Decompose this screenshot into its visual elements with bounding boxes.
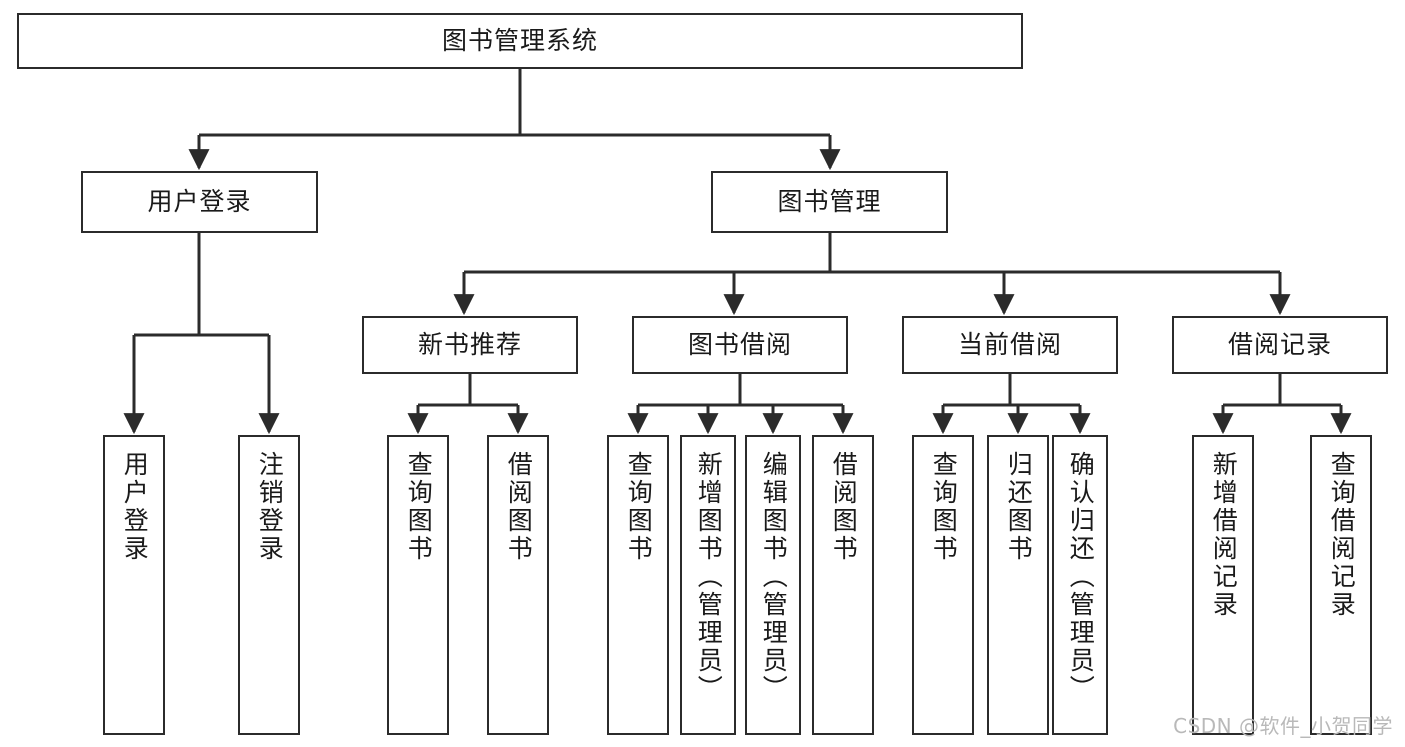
node-book-borrow[interactable]: 图书借阅: [632, 316, 848, 374]
node-leaf-borrow-query-label: 查询图书: [624, 451, 654, 563]
node-leaf-recommend-query[interactable]: 查询图书: [387, 435, 449, 735]
node-leaf-user-login[interactable]: 用户登录: [103, 435, 165, 735]
node-leaf-current-return[interactable]: 归还图书: [987, 435, 1049, 735]
csdn-watermark: CSDN @软件_小贺同学: [1173, 714, 1393, 738]
node-root[interactable]: 图书管理系统: [17, 13, 1023, 69]
node-leaf-borrow-add[interactable]: 新增图书（管理员）: [680, 435, 736, 735]
node-root-label: 图书管理系统: [441, 26, 598, 56]
node-leaf-borrow-book[interactable]: 借阅图书: [812, 435, 874, 735]
node-book-manage[interactable]: 图书管理: [711, 171, 948, 233]
node-leaf-record-query[interactable]: 查询借阅记录: [1310, 435, 1372, 735]
node-leaf-borrow-book-label: 借阅图书: [829, 451, 859, 563]
node-borrow-record-label: 借阅记录: [1227, 330, 1332, 360]
node-leaf-user-logout-label: 注销登录: [255, 451, 285, 563]
node-user-login-label: 用户登录: [147, 187, 252, 217]
node-leaf-current-return-label: 归还图书: [1004, 451, 1034, 563]
node-leaf-borrow-add-label: 新增图书（管理员）: [694, 451, 724, 703]
node-leaf-current-query-label: 查询图书: [929, 451, 959, 563]
node-user-login[interactable]: 用户登录: [81, 171, 318, 233]
node-leaf-borrow-edit-label: 编辑图书（管理员）: [759, 451, 789, 703]
node-borrow-record[interactable]: 借阅记录: [1172, 316, 1388, 374]
node-book-manage-label: 图书管理: [777, 187, 882, 217]
node-current-borrow[interactable]: 当前借阅: [902, 316, 1118, 374]
node-leaf-user-login-label: 用户登录: [120, 451, 150, 563]
node-leaf-current-confirm[interactable]: 确认归还（管理员）: [1052, 435, 1108, 735]
node-leaf-record-add[interactable]: 新增借阅记录: [1192, 435, 1254, 735]
node-leaf-record-add-label: 新增借阅记录: [1209, 451, 1239, 619]
node-leaf-record-query-label: 查询借阅记录: [1327, 451, 1357, 619]
node-leaf-recommend-query-label: 查询图书: [404, 451, 434, 563]
node-leaf-borrow-query[interactable]: 查询图书: [607, 435, 669, 735]
node-leaf-recommend-borrow[interactable]: 借阅图书: [487, 435, 549, 735]
node-leaf-user-logout[interactable]: 注销登录: [238, 435, 300, 735]
node-new-book-recommend-label: 新书推荐: [417, 330, 522, 360]
node-leaf-borrow-edit[interactable]: 编辑图书（管理员）: [745, 435, 801, 735]
node-leaf-current-confirm-label: 确认归还（管理员）: [1066, 451, 1096, 703]
node-new-book-recommend[interactable]: 新书推荐: [362, 316, 578, 374]
node-current-borrow-label: 当前借阅: [957, 330, 1062, 360]
node-book-borrow-label: 图书借阅: [687, 330, 792, 360]
node-leaf-current-query[interactable]: 查询图书: [912, 435, 974, 735]
node-leaf-recommend-borrow-label: 借阅图书: [504, 451, 534, 563]
